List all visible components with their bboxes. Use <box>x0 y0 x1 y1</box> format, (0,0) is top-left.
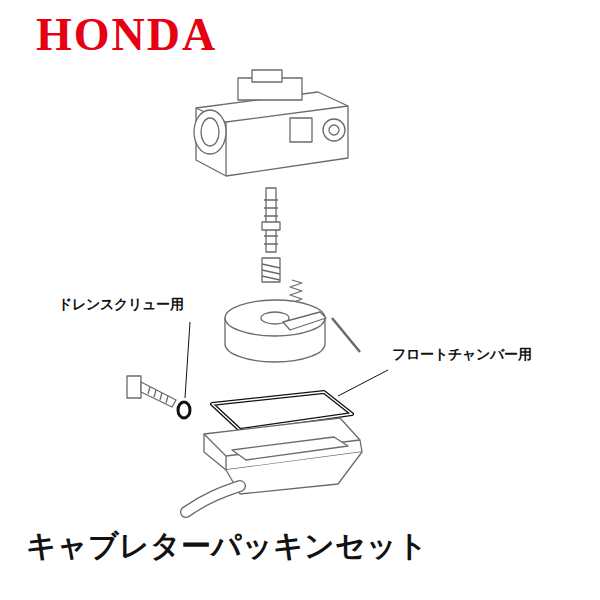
drain-hose-inner <box>186 486 240 512</box>
drain-screw-shaft <box>141 382 176 407</box>
float-top <box>225 300 325 336</box>
nozzle-hex <box>262 222 280 230</box>
body-boss <box>290 118 312 142</box>
main-nozzle <box>266 188 276 252</box>
brand-logo: HONDA <box>36 8 217 61</box>
drain-screw-packing <box>178 402 190 418</box>
drain-screw-thread <box>148 387 168 403</box>
drain-hose <box>186 486 240 512</box>
product-title: キャブレターパッキンセット <box>26 526 428 567</box>
float-chamber-bowl <box>226 452 362 494</box>
float-pin <box>332 318 360 352</box>
fuel-fitting <box>323 119 345 141</box>
carburetor-bore <box>201 118 219 146</box>
carburetor-body <box>196 92 348 176</box>
float-tab <box>283 312 326 330</box>
callout-label: ドレンスクリュー用 <box>58 296 184 314</box>
valve-spring <box>290 280 302 302</box>
drain-screw-head <box>127 376 141 398</box>
main-jet <box>262 258 280 282</box>
body-top <box>252 70 282 82</box>
leader-line <box>338 370 388 396</box>
leader-line <box>185 322 190 398</box>
carburetor-bore <box>194 110 226 154</box>
callout-label: フロートチャンバー用 <box>392 346 532 364</box>
fuel-fitting <box>329 125 339 135</box>
jet-thread <box>262 264 280 280</box>
